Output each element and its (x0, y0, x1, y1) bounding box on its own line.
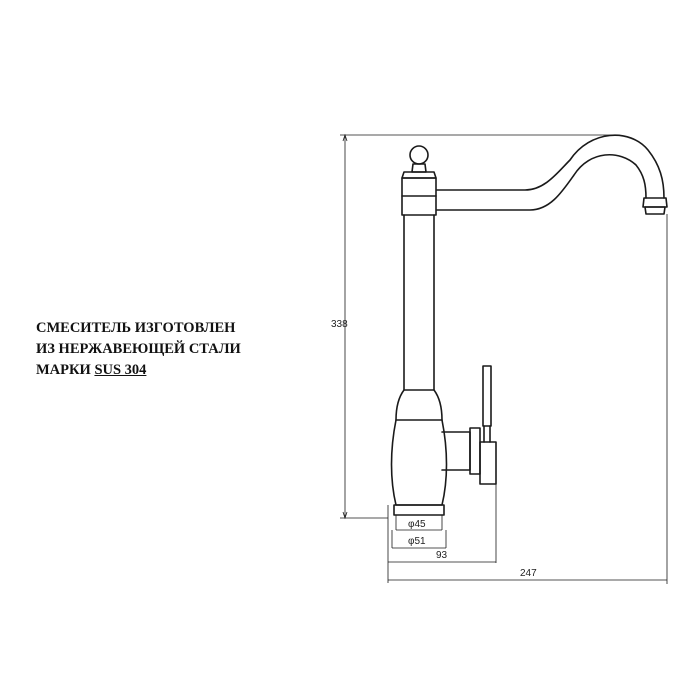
inner-diameter-value: φ45 (408, 519, 426, 530)
base-diameter-value: φ51 (408, 536, 426, 547)
spout-reach-dimension: 247 (388, 214, 668, 584)
faucet-body (390, 145, 448, 516)
handle-reach-value: 93 (436, 550, 448, 561)
handle-reach-dimension: 93 (387, 484, 497, 583)
note-line-3: МАРКИ SUS 304 (36, 360, 286, 381)
base-diameter-dimension: φ51 (391, 530, 447, 549)
spout-reach-value: 247 (520, 568, 537, 579)
material-grade: SUS 304 (94, 362, 147, 378)
faucet-handle (441, 365, 497, 485)
height-value: 338 (331, 319, 348, 330)
faucet-spout (436, 134, 668, 215)
material-note: СМЕСИТЕЛЬ ИЗГОТОВЛЕН ИЗ НЕРЖАВЕЮЩЕЙ СТАЛ… (36, 318, 286, 381)
height-dimension: 338 (331, 133, 612, 520)
note-line-2: ИЗ НЕРЖАВЕЮЩЕЙ СТАЛИ (36, 341, 241, 357)
note-line-3-prefix: МАРКИ (36, 362, 95, 378)
note-line-1: СМЕСИТЕЛЬ ИЗГОТОВЛЕН (36, 320, 236, 336)
inner-diameter-dimension: φ45 (395, 515, 443, 531)
